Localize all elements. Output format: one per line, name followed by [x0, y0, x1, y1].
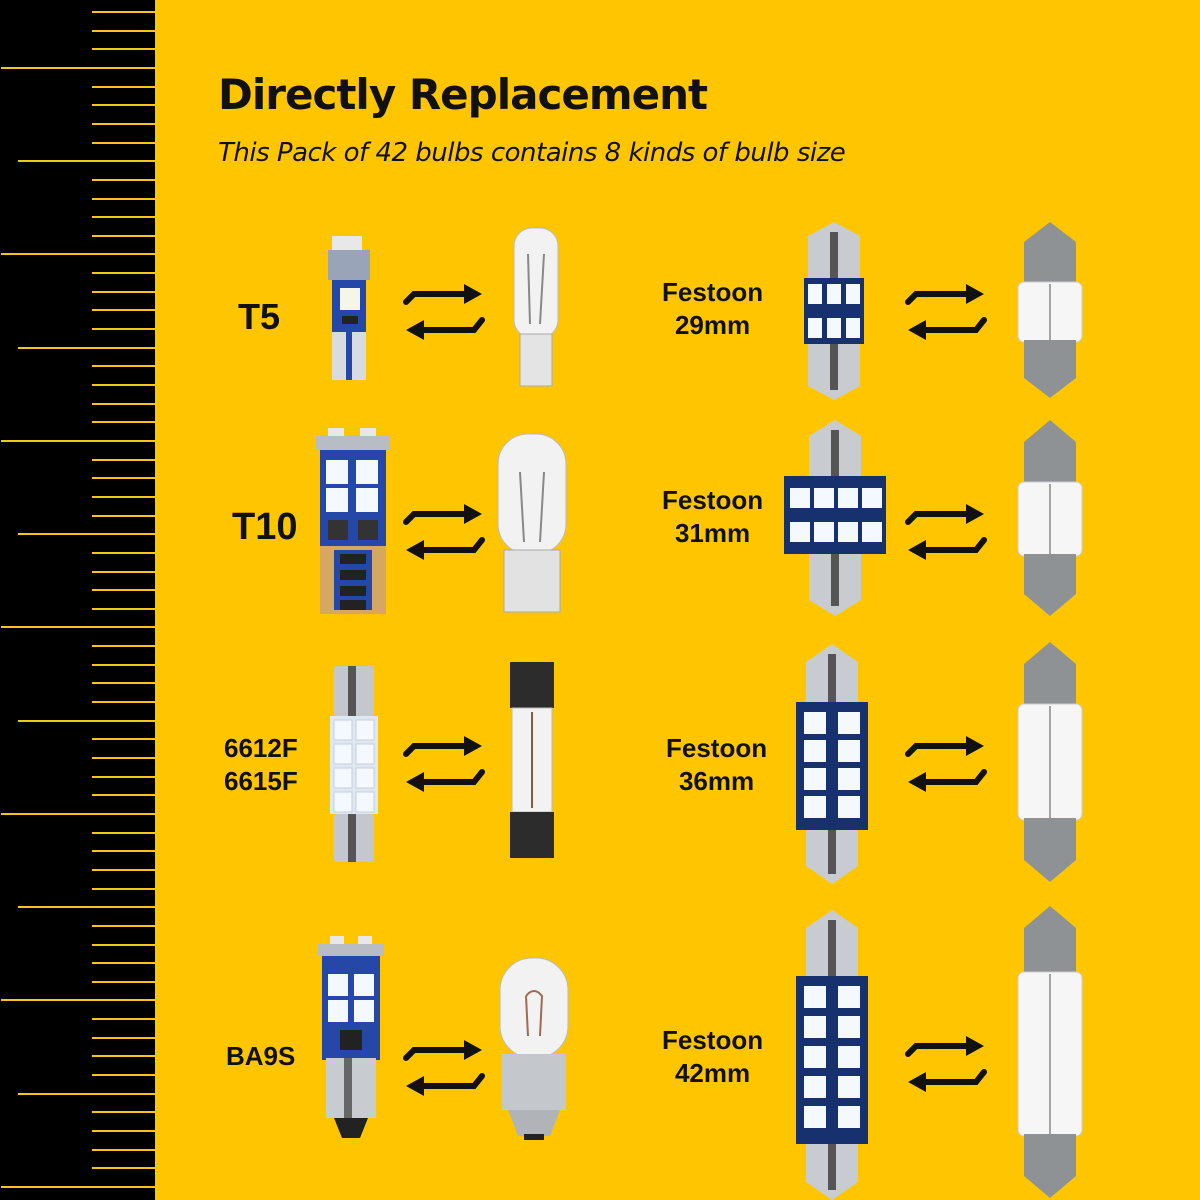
- ruler-tick: [92, 290, 155, 293]
- ruler-tick: [92, 309, 155, 312]
- ruler-tick: [1, 439, 155, 442]
- festoon-29mm-led-bulb-image: [804, 222, 864, 400]
- ruler-tick: [92, 495, 155, 498]
- ruler-tick: [92, 701, 155, 704]
- swap-arrows-icon: [403, 504, 485, 560]
- ruler-tick: [92, 365, 155, 368]
- ruler-tick: [92, 887, 155, 890]
- ruler-tick: [92, 589, 155, 592]
- swap-arrows-icon: [403, 1040, 485, 1096]
- ruler-tick: [92, 178, 155, 181]
- festoon-31mm-led-bulb-image: [784, 420, 886, 616]
- swap-arrows-icon: [905, 736, 987, 792]
- bulb-label-6612f-6615f: 6612F 6615F: [224, 733, 298, 796]
- ruler-tick: [92, 1074, 155, 1077]
- ruler-tick: [92, 104, 155, 107]
- ruler-tick: [1, 812, 155, 815]
- ruler-tick: [92, 794, 155, 797]
- ruler-tick: [92, 682, 155, 685]
- ruler-tick: [92, 48, 155, 51]
- ruler-tick: [92, 328, 155, 331]
- ruler-tick: [18, 719, 155, 722]
- bulb-label-festoon-31mm: Festoon 31mm: [662, 485, 764, 548]
- swap-arrows-icon: [905, 1036, 987, 1092]
- ruler-tick: [92, 1036, 155, 1039]
- ruler-tick: [92, 458, 155, 461]
- ruler-tick: [1, 66, 155, 69]
- ruler-tick: [92, 1018, 155, 1021]
- ruler-tick: [1, 999, 155, 1002]
- ruler-tick: [92, 384, 155, 386]
- bulb-label-ba9s: BA9S: [226, 1041, 296, 1071]
- ruler-tick: [92, 85, 155, 88]
- ruler-tick: [92, 141, 155, 144]
- swap-arrows-icon: [403, 736, 485, 792]
- swap-arrows-icon: [905, 284, 987, 340]
- ruler-tick: [92, 29, 155, 32]
- bulb-label-festoon-42mm: Festoon 42mm: [662, 1025, 764, 1088]
- ruler-tick: [92, 738, 155, 741]
- ruler-tick: [92, 645, 155, 648]
- bulb-label-t10: T10: [232, 506, 298, 548]
- ruler-tick: [92, 850, 155, 853]
- t10-led-bulb-image: [316, 428, 390, 614]
- ruler-tick: [92, 477, 155, 480]
- ruler-tick: [1, 626, 155, 629]
- ruler-tick: [92, 551, 155, 554]
- ruler-tick: [92, 1130, 155, 1132]
- ruler-tick: [92, 216, 155, 219]
- ruler-tick: [92, 924, 155, 927]
- festoon-42mm-led-bulb-image: [796, 910, 868, 1200]
- ruler-tick: [92, 1111, 155, 1114]
- bulb-label-festoon-36mm: Festoon 36mm: [666, 733, 768, 796]
- ruler-tick: [92, 962, 155, 965]
- ruler-tick: [92, 11, 155, 13]
- ruler-tick: [92, 980, 155, 983]
- ruler-tick: [92, 757, 155, 759]
- ruler-tick: [92, 402, 155, 405]
- ruler-tick: [92, 197, 155, 200]
- bulb-label-t5: T5: [238, 296, 281, 337]
- festoon-42mm-halogen-bulb-image: [1017, 906, 1083, 1198]
- ruler-tick: [18, 906, 155, 909]
- ba9s-halogen-bulb-image: [499, 957, 569, 1140]
- ruler-tick: [92, 1055, 155, 1058]
- festoon-36mm-led-bulb-image: [796, 644, 868, 884]
- ruler-tick: [92, 775, 155, 778]
- festoon-36mm-halogen-bulb-image: [1017, 642, 1083, 882]
- ruler-tick: [92, 943, 155, 946]
- ruler-tick: [92, 607, 155, 610]
- festoon-29mm-halogen-bulb-image: [1017, 222, 1083, 398]
- page-title: Directly Replacement: [218, 70, 708, 119]
- ruler-tick: [1, 1185, 155, 1188]
- festoon-31mm-halogen-bulb-image: [1017, 420, 1083, 616]
- ruler-tick: [92, 514, 155, 517]
- ba9s-led-bulb-image: [318, 936, 384, 1138]
- ruler-tick: [92, 272, 155, 275]
- 6612f-fuse-bulb-image: [510, 662, 554, 858]
- t10-halogen-bulb-image: [497, 433, 567, 613]
- ruler-tick: [92, 421, 155, 424]
- ruler-tick: [1, 253, 155, 256]
- ruler-tick: [18, 533, 155, 536]
- ruler-tick: [92, 122, 155, 125]
- t5-led-bulb-image: [328, 236, 370, 380]
- swap-arrows-icon: [905, 504, 987, 560]
- ruler-tick: [92, 1148, 155, 1151]
- ruler-tick: [18, 346, 155, 349]
- ruler-tick: [18, 160, 155, 163]
- ruler-tick: [92, 570, 155, 573]
- ruler-decoration: [0, 0, 157, 1200]
- ruler-tick: [92, 868, 155, 871]
- t5-halogen-bulb-image: [513, 227, 559, 387]
- ruler-tick: [18, 1092, 155, 1095]
- ruler-tick: [92, 663, 155, 666]
- ruler-tick: [92, 234, 155, 237]
- ruler-tick: [92, 831, 155, 834]
- swap-arrows-icon: [403, 284, 485, 340]
- page-subtitle: This Pack of 42 bulbs contains 8 kinds o…: [218, 138, 846, 168]
- bulb-label-festoon-29mm: Festoon 29mm: [662, 277, 764, 340]
- 6612f-led-bulb-image: [330, 666, 378, 862]
- ruler-tick: [92, 1167, 155, 1170]
